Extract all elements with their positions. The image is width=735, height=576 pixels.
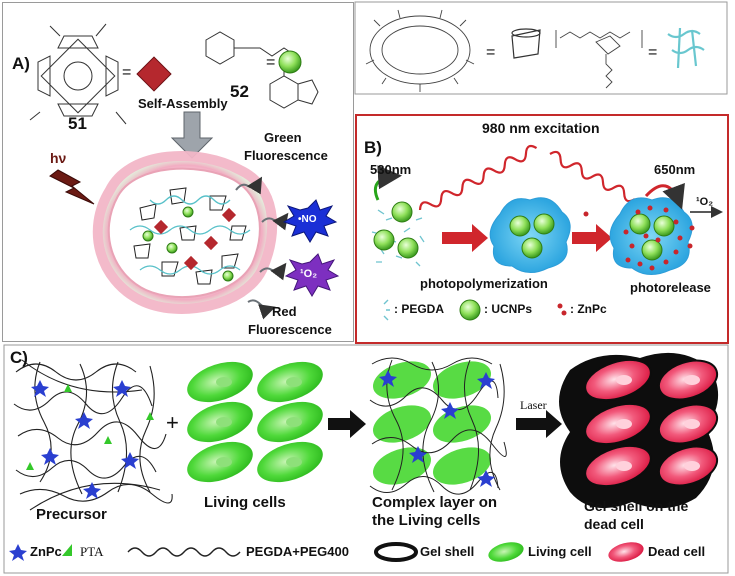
hydrogel-cloud [489,197,571,273]
red-fluorescence-label-1: Red [272,304,297,319]
living-cells-label: Living cells [204,494,286,511]
no-starburst-icon [282,199,338,243]
legend-ucnps-label: : UCNPs [484,302,533,316]
green-fluorescence-label-1: Green [264,130,302,145]
legend-living-cell: Living cell [528,544,592,559]
legend-dead-cell: Dead cell [648,544,706,559]
ucnp-legend-icon [459,299,481,321]
gel-shell-label-1: Gel shell on the [584,498,689,514]
legend-znpc: ZnPc [30,544,62,559]
equals-sign: = [122,64,132,81]
cyclodextrin-structure [365,9,475,92]
no-label: •NO [298,214,317,225]
self-assembly-label: Self-Assembly [138,96,228,111]
wavelength-650-label: 650nm [654,162,696,177]
gel-shell-label-2: dead cell [584,516,644,532]
photorelease-cloud [609,197,695,275]
dead-cells-group [559,352,719,509]
nanoassembly-blob [92,151,278,314]
precursor-network [13,359,173,511]
molecule-52-structure [205,31,319,109]
structure-box [354,1,728,95]
ucnp-sphere [397,237,419,259]
pegda-legend-wave [127,547,241,557]
pta-legend-triangle [62,544,72,556]
panel-c-border [3,344,729,574]
panel-b-border [355,114,729,344]
molecule-51-structure [29,23,127,125]
equals-sign: = [486,44,496,61]
photorelease-label: photorelease [630,280,711,295]
precursor-label: Precursor [36,506,107,523]
black-arrow-1 [328,410,366,438]
process-arrow-1 [442,224,488,252]
living-cells-group [187,361,323,483]
legend-znpc-label: : ZnPc [570,302,607,316]
complex-layer-label-2: the Living cells [372,512,481,529]
lightning-bolt-icon [49,169,95,205]
self-assembly-arrow [170,111,214,159]
photopolymerization-label: photopolymerization [420,276,548,291]
polymer-chain-icon [667,27,705,69]
laser-label: Laser [520,398,547,412]
pegda-legend-icon [383,299,390,321]
panel-c-letter: C) [10,348,28,367]
polymer-structure [555,30,643,89]
hv-label: hν [50,150,67,166]
ucnp-sphere [373,229,395,251]
znpc-legend-star [9,544,27,561]
wavelength-530-label: 530nm [370,162,412,177]
pta-markers [26,384,154,470]
excitation-label: 980 nm excitation [482,120,600,136]
compound-51-label: 51 [68,114,87,133]
legend-pta: PTA [80,544,104,559]
singlet-oxygen-starburst-icon [284,253,340,297]
green-fluorescence-label-2: Fluorescence [244,148,328,163]
dead-cell-legend-icon [608,542,644,562]
excitation-wave-left [418,144,538,211]
red-emission-arrow [644,182,685,210]
excitation-wave-right [549,150,636,203]
green-sphere-icon [278,50,302,74]
equals-sign: = [648,44,658,61]
panel-a [2,2,354,342]
black-arrow-laser [516,410,562,438]
living-cell-legend-icon [488,542,524,562]
red-fluorescence-label-2: Fluorescence [248,322,332,337]
process-arrow-2 [572,224,612,252]
panel-a-letter: A) [12,54,30,73]
cone-icon [511,28,541,59]
legend-pegda-label: : PEGDA [394,302,445,316]
complex-layer-network [369,357,507,495]
emission-arrows [235,176,289,320]
ucnp-sphere [391,201,413,223]
panel-b-letter: B) [364,138,382,157]
znpc-markers [31,380,139,499]
plus-sign: + [166,410,179,435]
complex-layer-label-1: Complex layer on [372,494,498,511]
equals-sign: = [266,54,276,71]
legend-pegda-peg400: PEGDA+PEG400 [246,544,349,559]
green-emission-arrow [373,165,402,201]
compound-52-label: 52 [230,82,249,101]
gel-shell-legend-icon [374,542,418,562]
red-diamond-icon [136,56,172,92]
singlet-oxygen-label-a: ¹O₂ [300,268,318,280]
znpc-legend-icon [557,303,567,316]
legend-gel-shell: Gel shell [420,544,475,559]
singlet-oxygen-label-b: ¹O₂ [696,196,714,208]
